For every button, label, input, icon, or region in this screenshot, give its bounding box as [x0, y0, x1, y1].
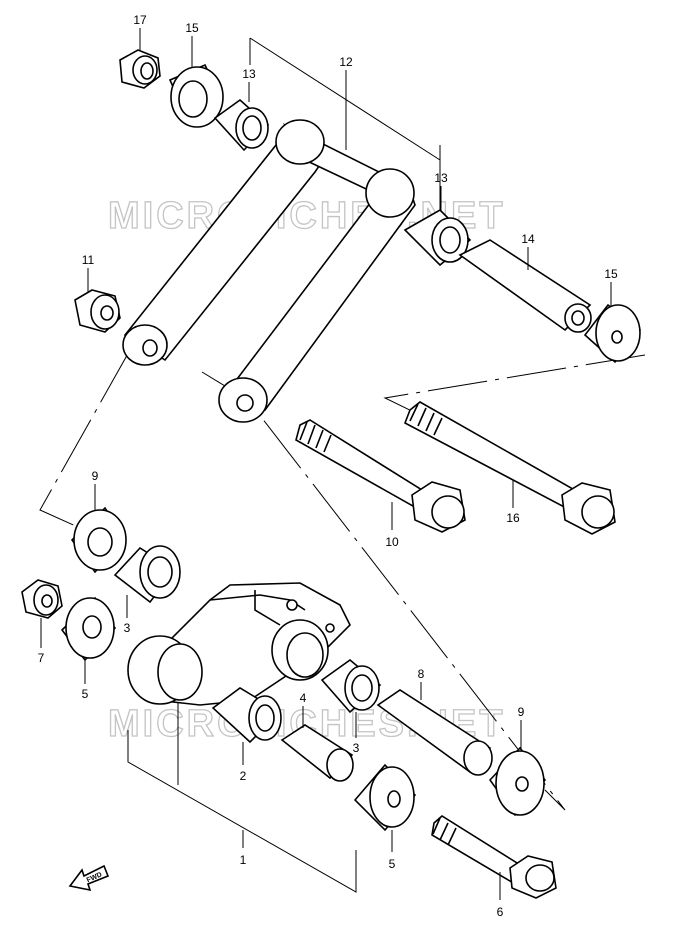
part-8-sleeve [376, 689, 493, 776]
part-1-cushion-lever [127, 582, 351, 706]
part-14-sleeve [458, 239, 592, 333]
part-12-cushion-rod [122, 119, 416, 423]
callout-2: 2 [240, 769, 247, 783]
callout-3-left: 3 [124, 621, 131, 635]
part-3-bearing-left [113, 545, 181, 604]
callout-6: 6 [497, 905, 504, 919]
part-15-spacer-top [168, 63, 224, 128]
part-4-collar [280, 724, 354, 782]
callout-17: 17 [133, 13, 147, 27]
callout-5-bottom: 5 [389, 857, 396, 871]
part-15-spacer-right [583, 303, 642, 364]
callout-15-top: 15 [185, 21, 199, 35]
callout-13-top: 13 [242, 67, 256, 81]
part-13-bearing-right [403, 209, 472, 267]
part-5-spacer-bottom [353, 763, 417, 832]
part-6-bolt [431, 815, 557, 899]
callout-14: 14 [521, 232, 535, 246]
callout-3-right: 3 [353, 741, 360, 755]
callout-16: 16 [506, 511, 520, 525]
part-3-bearing-right [320, 658, 382, 714]
callout-9-left: 9 [92, 469, 99, 483]
callout-numbers: 1 2 3 3 4 5 5 6 7 8 9 9 10 11 12 13 13 1… [38, 13, 618, 919]
part-11-flange-nut [74, 289, 121, 333]
callout-13-right: 13 [434, 171, 448, 185]
callout-8: 8 [418, 667, 425, 681]
callout-11: 11 [82, 253, 95, 267]
callout-10: 10 [385, 535, 399, 549]
part-9-spacer-left [70, 506, 127, 574]
callout-9-right: 9 [518, 705, 525, 719]
callout-12: 12 [339, 55, 353, 69]
callout-5-left: 5 [82, 687, 89, 701]
callout-7: 7 [38, 651, 45, 665]
part-7-flange-nut [21, 579, 63, 619]
callout-4: 4 [300, 691, 307, 705]
callout-15-right: 15 [604, 267, 618, 281]
part-2-bearing [211, 687, 282, 744]
callout-1: 1 [240, 853, 247, 867]
part-9-spacer-right [488, 746, 547, 817]
part-10-bolt [295, 419, 466, 533]
part-13-bearing-top [213, 98, 270, 152]
part-16-bolt [403, 401, 616, 535]
part-17-flange-nut [119, 49, 161, 89]
part-5-spacer-left [60, 596, 117, 662]
fwd-arrow-icon: FWD [68, 864, 110, 892]
callout-leaders [40, 28, 612, 900]
